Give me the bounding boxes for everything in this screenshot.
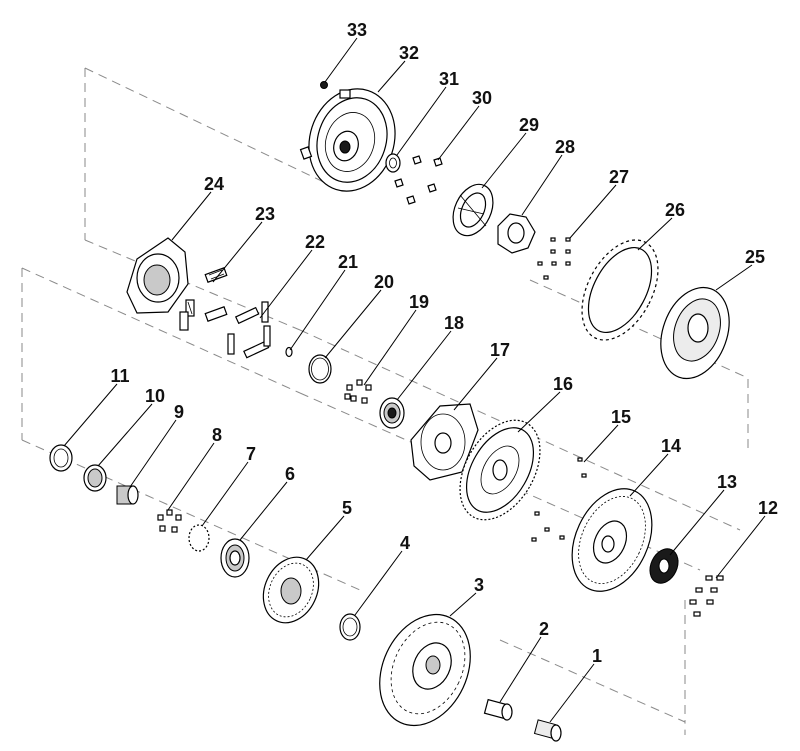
part-10-washer bbox=[83, 464, 107, 492]
part-11-thrust-washer bbox=[49, 444, 73, 472]
part-20-snap-ring bbox=[308, 354, 332, 384]
callout-33: 33 bbox=[347, 20, 367, 40]
part-3-impeller-housing bbox=[379, 613, 471, 727]
callout-7: 7 bbox=[246, 444, 256, 464]
callout-8: 8 bbox=[212, 425, 222, 445]
callout-18: 18 bbox=[444, 313, 464, 333]
part-4-ring bbox=[339, 613, 361, 641]
part-25-pressure-plate bbox=[660, 286, 730, 380]
part-9-bushing bbox=[116, 485, 139, 505]
callout-28: 28 bbox=[555, 137, 575, 157]
callout-23: 23 bbox=[255, 204, 275, 224]
part-28-hub-plate bbox=[497, 213, 536, 254]
leader-lines bbox=[63, 37, 766, 723]
callout-21: 21 bbox=[338, 252, 358, 272]
part-31-seal bbox=[385, 153, 401, 173]
part-12-fasteners bbox=[689, 575, 724, 617]
callout-29: 29 bbox=[519, 115, 539, 135]
callout-4: 4 bbox=[400, 533, 410, 553]
part-29-damper bbox=[452, 183, 494, 237]
part-5-stator bbox=[262, 556, 320, 624]
part-14-turbine bbox=[571, 488, 653, 592]
part-16-gear-ring bbox=[459, 419, 541, 521]
part-24-cover-plate bbox=[126, 237, 189, 314]
callout-14: 14 bbox=[661, 436, 681, 456]
callout-24: 24 bbox=[204, 174, 224, 194]
part-6-bearing bbox=[220, 538, 250, 578]
callout-17: 17 bbox=[490, 340, 510, 360]
callout-31: 31 bbox=[439, 69, 459, 89]
callout-10: 10 bbox=[145, 386, 165, 406]
callout-12: 12 bbox=[758, 498, 778, 518]
part-26-friction-ring bbox=[581, 239, 659, 341]
callout-13: 13 bbox=[717, 472, 737, 492]
part-27-pins bbox=[537, 237, 571, 280]
part-17-stator-plate bbox=[410, 403, 479, 481]
callout-9: 9 bbox=[174, 402, 184, 422]
part-7-roller-ring bbox=[188, 524, 210, 552]
part-2-sleeve bbox=[483, 698, 513, 721]
part-13-washer bbox=[649, 548, 679, 584]
callout-16: 16 bbox=[553, 374, 573, 394]
callout-15: 15 bbox=[611, 407, 631, 427]
callout-20: 20 bbox=[374, 272, 394, 292]
part-19-spacers bbox=[344, 379, 372, 404]
callout-30: 30 bbox=[472, 88, 492, 108]
part-32-front-cover bbox=[299, 88, 396, 192]
callout-26: 26 bbox=[665, 200, 685, 220]
callout-11: 11 bbox=[110, 366, 129, 386]
part-33-bolt bbox=[320, 81, 328, 89]
part-22-outer-springs bbox=[227, 301, 271, 359]
callout-3: 3 bbox=[474, 575, 484, 595]
callout-25: 25 bbox=[745, 247, 765, 267]
callout-32: 32 bbox=[399, 43, 419, 63]
callout-labels: 33 32 31 30 29 28 27 26 25 24 23 22 21 2… bbox=[110, 20, 778, 666]
callout-22: 22 bbox=[305, 232, 325, 252]
part-15-pins bbox=[531, 457, 587, 542]
callout-19: 19 bbox=[409, 292, 429, 312]
part-30-nuts bbox=[394, 155, 443, 205]
callout-5: 5 bbox=[342, 498, 352, 518]
callout-2: 2 bbox=[539, 619, 549, 639]
callout-6: 6 bbox=[285, 464, 295, 484]
part-1-bushing bbox=[533, 719, 562, 742]
part-8-spacers bbox=[157, 509, 182, 533]
callout-27: 27 bbox=[609, 167, 629, 187]
part-18-bearing-hub bbox=[379, 397, 405, 429]
callout-1: 1 bbox=[592, 646, 602, 666]
